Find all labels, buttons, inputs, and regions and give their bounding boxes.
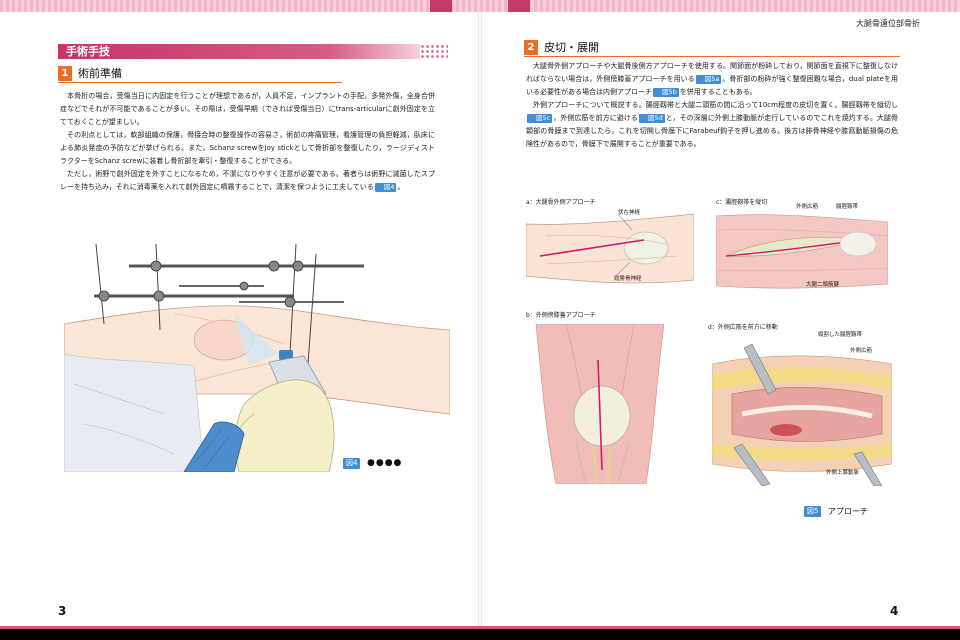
page-gutter xyxy=(478,12,482,626)
callout-vastus-lateralis: 外側広筋 xyxy=(796,204,819,210)
figure-5a-label: a：大腿骨外側アプローチ xyxy=(526,199,596,206)
figure-5b-illustration xyxy=(526,324,674,484)
subsection-title: 皮切・展開 xyxy=(544,41,599,54)
callout-peroneal-nerve: 総腓骨神経 xyxy=(614,276,642,282)
figure-4-external-fixator xyxy=(64,244,450,472)
top-decorative-band xyxy=(0,0,960,12)
figure-ref-5d[interactable]: 図5d xyxy=(638,114,665,123)
page-number-left: 3 xyxy=(58,604,67,618)
subsection-rule xyxy=(524,56,900,57)
paragraph: 大腿骨外側アプローチや大腿骨後側方アプローチを使用する。関節面が粉砕しており，関… xyxy=(526,62,899,97)
figure-5c-illustration xyxy=(716,210,888,292)
bottom-band xyxy=(0,629,960,640)
figure-5d-illustration xyxy=(712,334,892,486)
figure-ref-4[interactable]: 図4 xyxy=(374,183,397,192)
top-band-accent-left xyxy=(430,0,452,12)
figure-5-caption-label[interactable]: 図5 xyxy=(804,506,822,517)
subsection-heading-incision: 2 皮切・展開 xyxy=(524,40,900,57)
figure-5-caption-text: アプローチ xyxy=(828,507,868,516)
page-number-right: 4 xyxy=(890,604,899,618)
figure-5b-label: b：外側傍膝蓋アプローチ xyxy=(526,312,596,319)
figure-5c-label: c：腸脛靱帯を縦切 xyxy=(716,199,768,206)
paragraph: その利点としては，軟部組織の保護，骨接合時の整復操作の容易さ，術前の疼痛管理，看… xyxy=(60,131,435,165)
section-title: 手術手技 xyxy=(66,45,110,58)
paragraph: ただし，術野で創外固定を外すことになるため，不潔になりやすく注意が必要である。著… xyxy=(60,170,435,192)
running-title: 大腿骨遠位部骨折 xyxy=(856,19,920,28)
figure-4-caption-label[interactable]: 図4 xyxy=(343,458,361,469)
figure-5b-parapatellar-approach xyxy=(526,324,674,484)
figure-5a-illustration xyxy=(526,210,694,292)
subsection-number: 2 xyxy=(524,40,538,55)
figure-4-caption-dots: ●●●● xyxy=(367,458,403,468)
figure-4-illustration xyxy=(64,244,450,472)
top-band-accent-right xyxy=(508,0,530,12)
paragraph: 本骨折の場合，受傷当日に内固定を行うことが理想であるが，人員不足，インプラントの… xyxy=(60,92,435,126)
subsection-rule xyxy=(58,82,342,83)
figure-5d-vastus-retraction xyxy=(712,334,892,486)
section-bar-dots xyxy=(420,44,448,59)
figure-ref-5c[interactable]: 図5c xyxy=(527,114,553,123)
figure-5d-label: d：外側広筋を前方に移動 xyxy=(708,324,778,331)
figure-ref-5a[interactable]: 図5a xyxy=(695,75,722,84)
subsection-title: 術前準備 xyxy=(78,67,122,80)
subsection-number: 1 xyxy=(58,66,72,81)
right-body-text: 大腿骨外側アプローチや大腿骨後側方アプローチを使用する。関節面が粉砕しており，関… xyxy=(526,60,898,151)
figure-5a-lateral-approach xyxy=(526,210,694,292)
bottom-rule xyxy=(0,626,960,629)
callout-superior-lateral-genicular-artery: 外側上膝動脈 xyxy=(826,470,860,476)
callout-biceps-femoris: 大腿二頭筋腱 xyxy=(806,282,840,288)
callout-split-itb: 縦割した腸脛靱帯 xyxy=(818,332,863,338)
left-body-text: 本骨折の場合，受傷当日に内固定を行うことが理想であるが，人員不足，インプラントの… xyxy=(60,90,435,194)
figure-ref-5b[interactable]: 図5b xyxy=(653,88,679,97)
subsection-heading-prep: 1 術前準備 xyxy=(58,66,438,83)
callout-vastus-lateralis-d: 外側広筋 xyxy=(850,348,873,354)
callout-saphenous-nerve: 伏在神経 xyxy=(618,210,641,216)
figure-5c-itb-split xyxy=(716,210,888,292)
callout-iliotibial-band: 腸脛靱帯 xyxy=(836,204,859,210)
paragraph: 外側アプローチについて概説する。腸脛靱帯と大腿二頭筋の間に沿って10cm程度の皮… xyxy=(526,101,899,148)
section-title-bar: 手術手技 xyxy=(58,44,420,59)
